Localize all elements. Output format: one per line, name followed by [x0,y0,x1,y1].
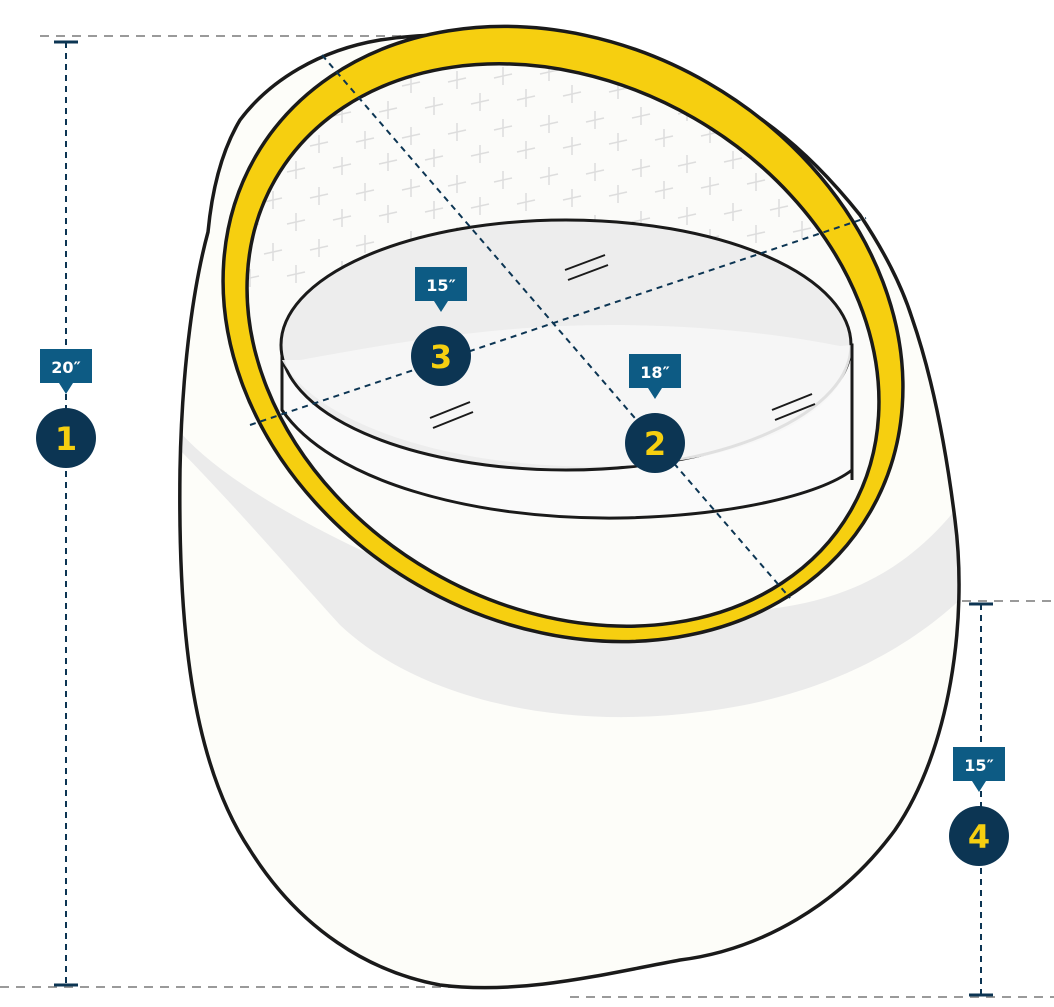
shell-shade-band [179,420,960,718]
value-label: 15″ [426,276,455,295]
cushion-marks [429,254,816,429]
value-tag [415,267,467,312]
number-badge [411,326,471,386]
number-label: 3 [430,338,452,376]
number-label: 4 [968,818,990,856]
value-label: 18″ [640,363,669,382]
measurement-lines [65,42,982,995]
number-badge [36,408,96,468]
width-measure-line [249,217,867,426]
value-tag [40,349,92,394]
number-label: 2 [644,425,666,463]
number-badge [625,413,685,473]
value-label: 20″ [51,358,80,377]
measure-end-caps [54,40,993,997]
number-badge [949,806,1009,866]
number-label: 1 [55,420,77,458]
marker-4: 15″ 4 [949,747,1009,866]
guide-lines [0,35,1054,998]
value-tag [953,747,1005,792]
value-tag [629,354,681,399]
diagonal-measure-line [321,54,791,599]
marker-3: 15″ 3 [411,267,471,386]
marker-1: 20″ 1 [36,349,96,468]
value-label: 15″ [964,756,993,775]
marker-2: 18″ 2 [625,354,685,473]
